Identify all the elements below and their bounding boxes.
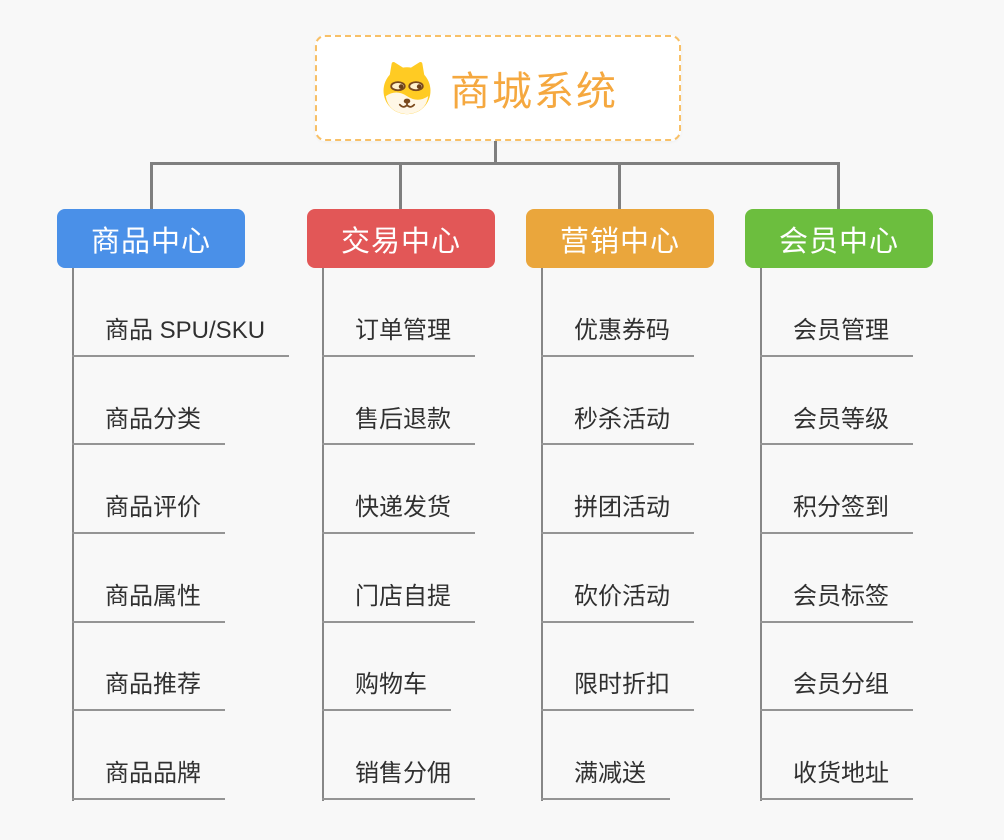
doge-face-icon (383, 61, 431, 115)
node-label: 商品分类 (72, 406, 225, 446)
node-label: 商品属性 (72, 583, 225, 623)
mindmap-node[interactable]: 积分签到 (760, 445, 913, 534)
node-label: 秒杀活动 (541, 406, 694, 446)
node-label: 积分签到 (760, 494, 913, 534)
mindmap-node[interactable]: 会员分组 (760, 623, 913, 712)
branch-header-label: 营销中心 (559, 225, 680, 258)
mindmap-node[interactable]: 商品分类 (72, 357, 289, 446)
branch-items-member-center: 会员管理 会员等级 积分签到 会员标签 会员分组 收货地址 (760, 268, 913, 800)
mindmap-node[interactable]: 会员等级 (760, 357, 913, 446)
node-label: 会员分组 (760, 671, 913, 712)
branch-header-label: 交易中心 (340, 225, 461, 258)
node-label: 商品 SPU/SKU (72, 317, 290, 357)
mindmap-node[interactable]: 优惠券码 (541, 268, 694, 357)
mindmap-node[interactable]: 秒杀活动 (541, 357, 694, 446)
mindmap-node[interactable]: 拼团活动 (541, 445, 694, 534)
mindmap-node[interactable]: 限时折扣 (541, 623, 694, 712)
mindmap-node[interactable]: 订单管理 (322, 268, 475, 357)
mindmap-node[interactable]: 购物车 (322, 623, 475, 712)
branch-header-trade-center[interactable]: 交易中心 (307, 209, 495, 268)
node-label: 购物车 (322, 671, 451, 712)
branch-trunk-line-3 (541, 268, 543, 801)
connector-root-vertical (494, 140, 497, 165)
root-title: 商城系统 (450, 70, 618, 114)
node-label: 售后退款 (322, 406, 475, 446)
node-label: 拼团活动 (541, 494, 694, 534)
node-label: 门店自提 (322, 583, 475, 623)
mindmap-node[interactable]: 收货地址 (760, 711, 913, 800)
branch-items-marketing-center: 优惠券码 秒杀活动 拼团活动 砍价活动 限时折扣 满减送 (541, 268, 694, 800)
mindmap-node[interactable]: 砍价活动 (541, 534, 694, 623)
node-label: 收货地址 (760, 760, 913, 800)
connector-drop-branch-3 (618, 162, 621, 210)
mindmap-node[interactable]: 快递发货 (322, 445, 475, 534)
branch-trunk-line-4 (760, 268, 762, 801)
node-label: 商品推荐 (72, 671, 225, 712)
node-label: 商品品牌 (72, 760, 225, 800)
mindmap-node[interactable]: 销售分佣 (322, 711, 475, 800)
node-label: 订单管理 (322, 317, 475, 357)
node-label: 满减送 (541, 760, 670, 800)
connector-drop-branch-2 (399, 162, 402, 210)
node-label: 商品评价 (72, 494, 225, 534)
node-label: 会员管理 (760, 317, 913, 357)
root-node[interactable]: 商城系统 (315, 35, 681, 141)
branch-header-label: 商品中心 (90, 225, 211, 258)
node-label: 优惠券码 (541, 317, 694, 357)
branch-header-label: 会员中心 (778, 225, 899, 258)
mindmap-node[interactable]: 会员管理 (760, 268, 913, 357)
mindmap-node[interactable]: 商品推荐 (72, 623, 289, 712)
node-label: 砍价活动 (541, 583, 694, 623)
mindmap-node[interactable]: 门店自提 (322, 534, 475, 623)
branch-header-member-center[interactable]: 会员中心 (745, 209, 933, 268)
branch-trunk-line-1 (72, 268, 74, 801)
branch-header-marketing-center[interactable]: 营销中心 (526, 209, 714, 268)
branch-trunk-line-2 (322, 268, 324, 801)
mindmap-node[interactable]: 商品 SPU/SKU (72, 268, 290, 357)
mindmap-node[interactable]: 满减送 (541, 711, 694, 800)
connector-drop-branch-1 (150, 162, 153, 210)
node-label: 快递发货 (322, 494, 475, 534)
branch-header-product-center[interactable]: 商品中心 (57, 209, 245, 268)
branch-items-trade-center: 订单管理 售后退款 快递发货 门店自提 购物车 销售分佣 (322, 268, 475, 800)
mindmap-node[interactable]: 售后退款 (322, 357, 475, 446)
mindmap-node[interactable]: 商品评价 (72, 445, 289, 534)
node-label: 会员标签 (760, 583, 913, 623)
mindmap-node[interactable]: 会员标签 (760, 534, 913, 623)
mindmap-node[interactable]: 商品品牌 (72, 711, 289, 800)
mindmap-node[interactable]: 商品属性 (72, 534, 289, 623)
node-label: 限时折扣 (541, 671, 694, 712)
connector-horizontal-bus (150, 162, 840, 165)
branch-items-product-center: 商品 SPU/SKU 商品分类 商品评价 商品属性 商品推荐 商品品牌 (72, 268, 290, 800)
connector-drop-branch-4 (837, 162, 840, 210)
node-label: 会员等级 (760, 406, 913, 446)
node-label: 销售分佣 (322, 760, 475, 800)
